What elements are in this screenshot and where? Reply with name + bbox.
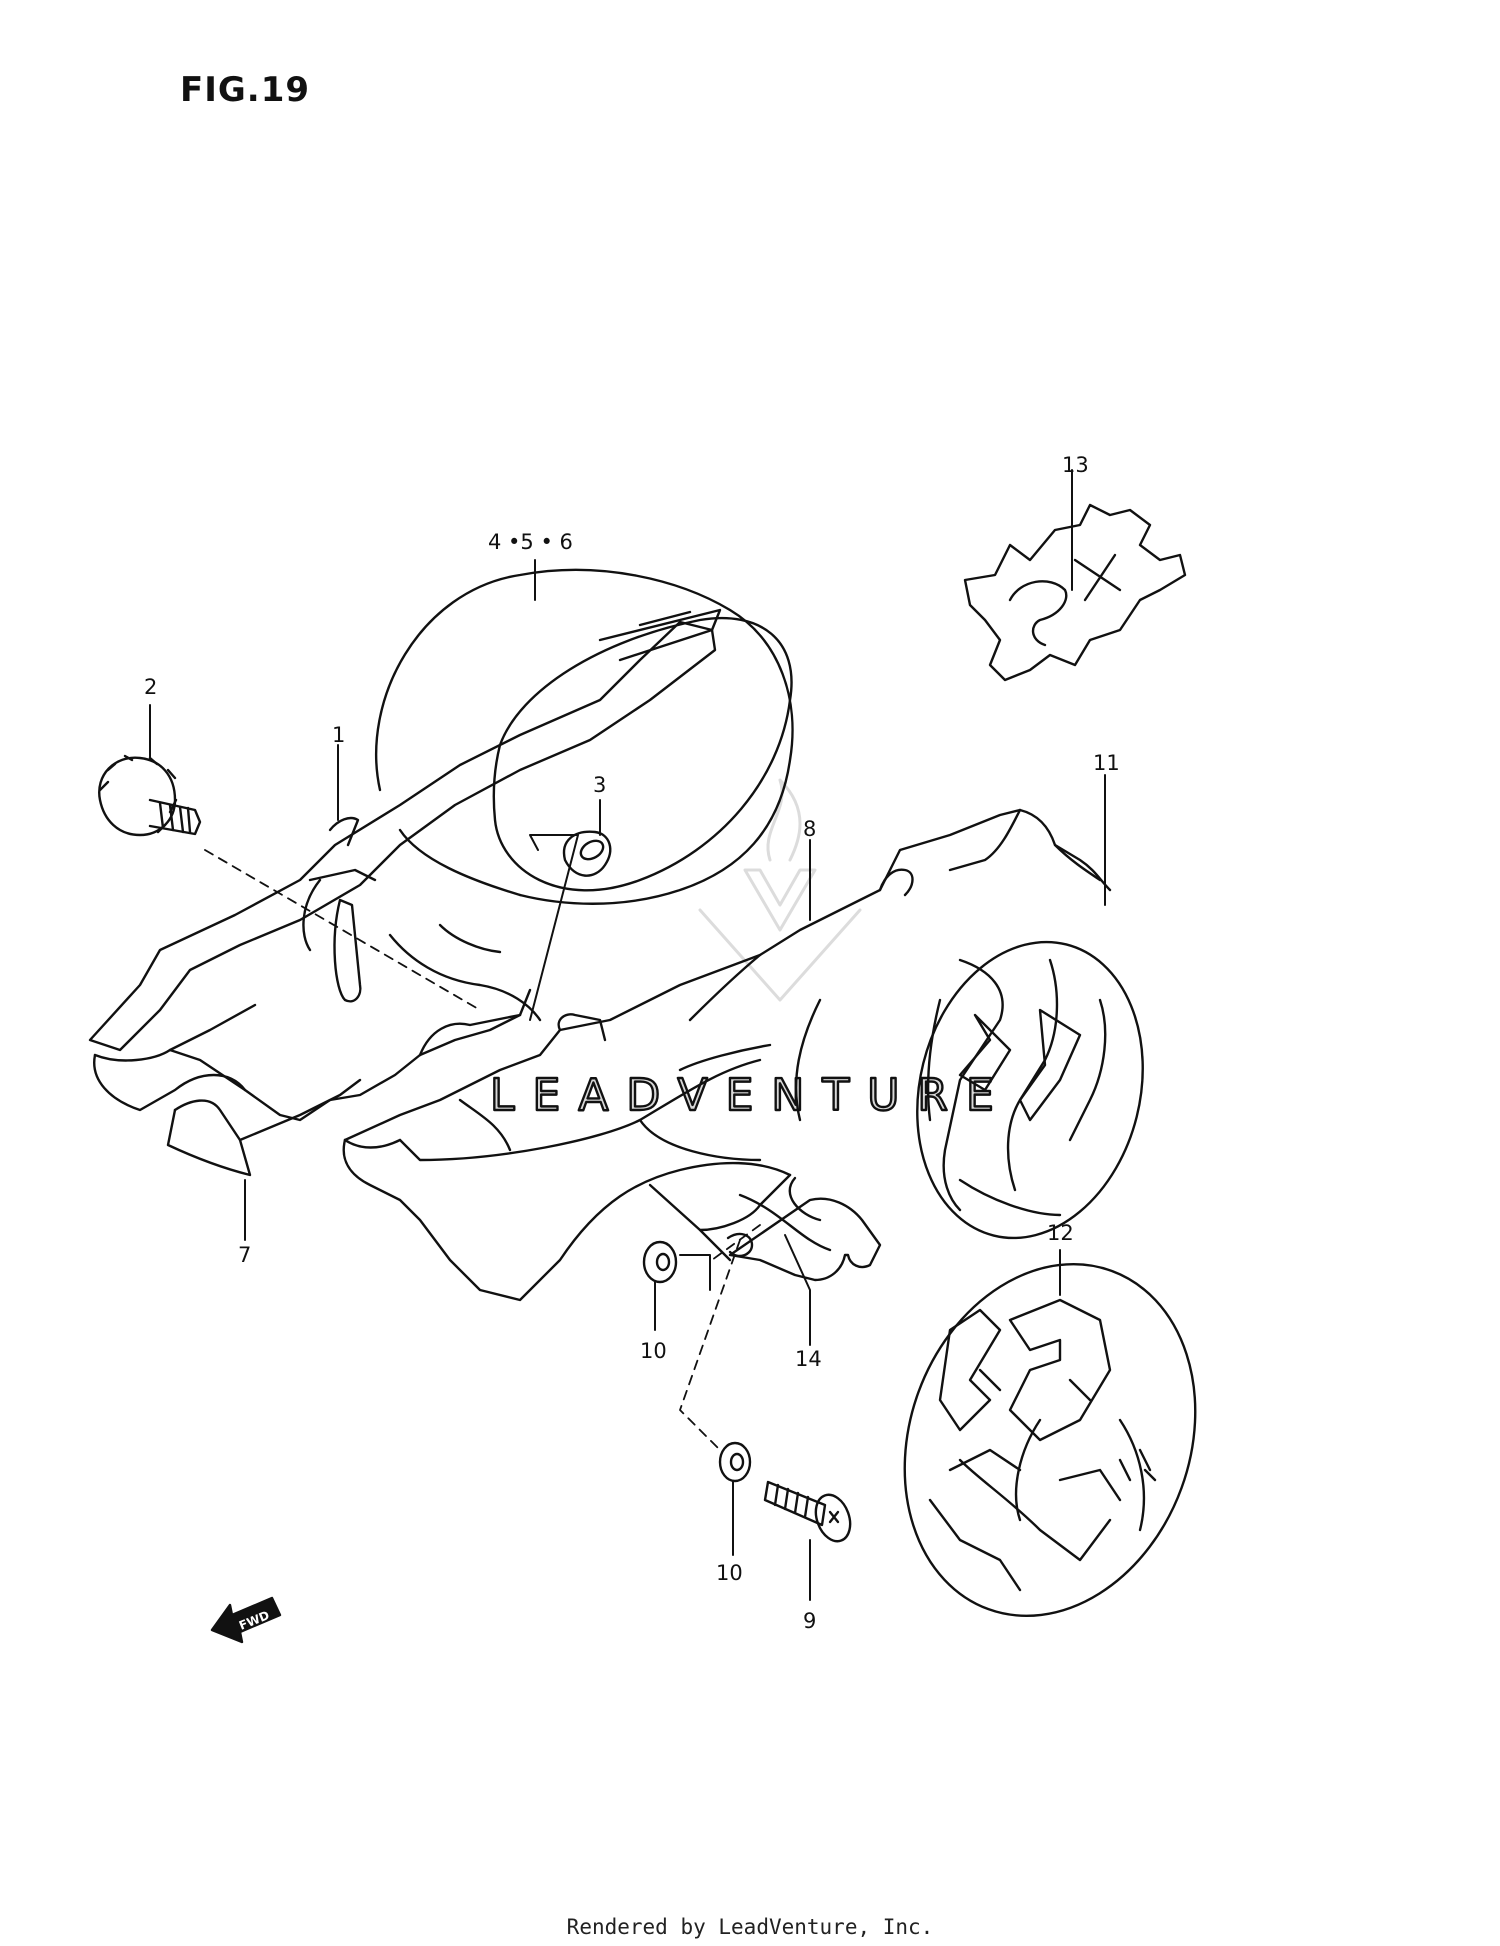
callout-8: 8 bbox=[803, 817, 816, 841]
watermark-logo bbox=[698, 778, 862, 1002]
watermark-text: LEADVENTURE bbox=[490, 1070, 1012, 1121]
callout-7: 7 bbox=[238, 1243, 251, 1267]
callout-4-5-6: 4 •5 • 6 bbox=[488, 530, 573, 554]
emblem-decal-part bbox=[903, 1263, 1197, 1617]
screw-part bbox=[763, 1480, 852, 1543]
knob-bolt-part bbox=[98, 754, 202, 837]
washer-part-lower bbox=[718, 1441, 752, 1483]
lower-main-cover-part bbox=[342, 808, 1112, 1302]
footer-credit: Rendered by LeadVenture, Inc. bbox=[566, 1915, 934, 1939]
inner-cover-part bbox=[375, 568, 794, 905]
bushing-part bbox=[562, 830, 612, 877]
callout-14: 14 bbox=[795, 1347, 822, 1371]
round-side-cover-part bbox=[916, 940, 1144, 1240]
callout-11: 11 bbox=[1093, 751, 1120, 775]
callout-10-lower: 10 bbox=[716, 1561, 743, 1585]
callout-10-upper: 10 bbox=[640, 1339, 667, 1363]
washer-part-upper bbox=[642, 1240, 678, 1284]
leader-lines bbox=[149, 469, 1106, 1601]
assembly-dashed-lines bbox=[204, 849, 761, 1451]
upper-frame-cover-part bbox=[88, 620, 717, 1122]
forward-arrow-icon bbox=[210, 1596, 282, 1644]
callout-2: 2 bbox=[144, 675, 157, 699]
callout-13: 13 bbox=[1062, 453, 1089, 477]
sx-decal-part bbox=[963, 503, 1187, 682]
left-lower-cover-part bbox=[166, 1078, 362, 1177]
callout-3: 3 bbox=[593, 773, 606, 797]
callout-9: 9 bbox=[803, 1609, 816, 1633]
bracket-part bbox=[726, 1197, 882, 1282]
callout-1: 1 bbox=[332, 723, 345, 747]
callout-12: 12 bbox=[1047, 1221, 1074, 1245]
figure-title: FIG.19 bbox=[180, 70, 311, 110]
